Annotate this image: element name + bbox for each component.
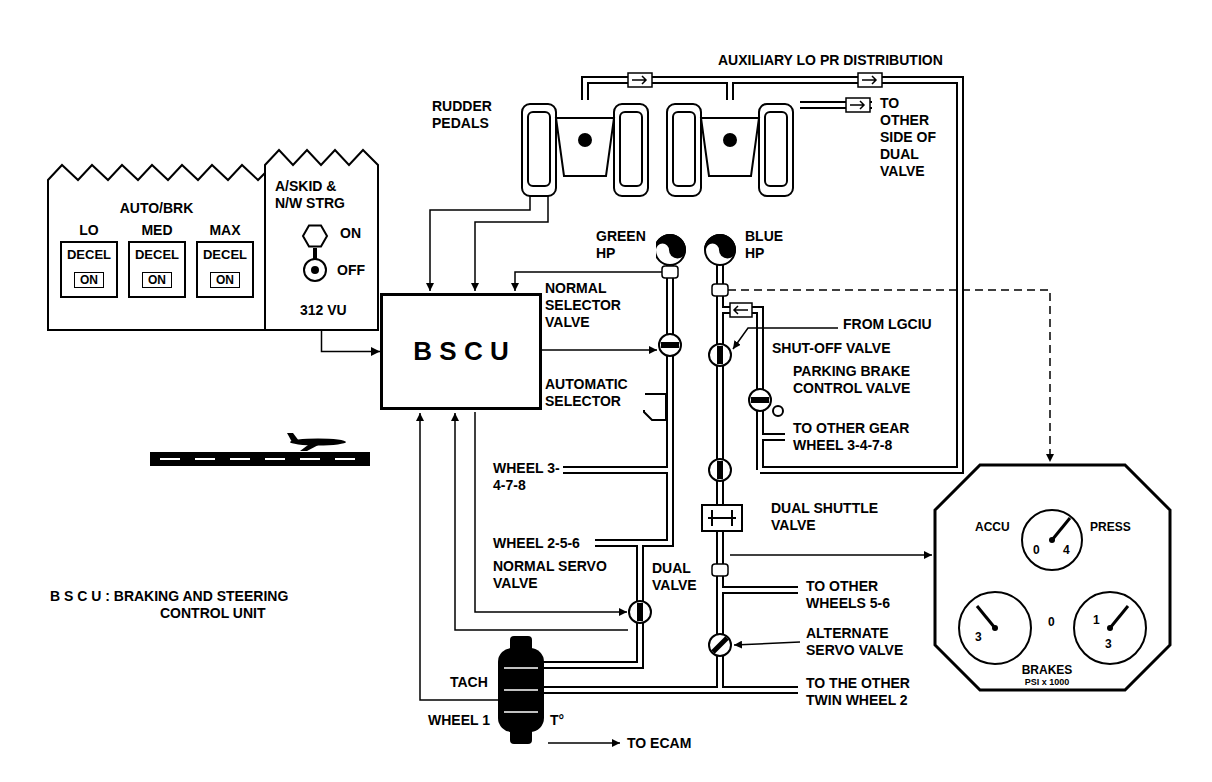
switch-lever <box>313 248 317 259</box>
autobrake-button: MED DECEL ON <box>128 222 186 298</box>
scale-number: 3 <box>975 630 982 644</box>
part-label: ALTERNATE SERVO VALVE <box>806 625 926 659</box>
brake-pressure-gauge: ACCUPRESS304130BRAKESPSI x 1000 <box>935 465 1170 690</box>
control-panel: AUTO/BRK LO DECEL ON MED DECEL ON MAX DECEL ON <box>48 148 265 330</box>
dial-needle <box>977 606 995 628</box>
gauge-outline <box>935 465 1170 690</box>
switch-knob <box>303 226 327 247</box>
rudder-pedals <box>522 104 793 196</box>
dial-face <box>959 592 1031 664</box>
scale-number: 1 <box>1093 613 1100 627</box>
signal-connector <box>322 330 381 352</box>
signal-label: TO ECAM <box>627 735 691 752</box>
node-outline <box>48 148 265 330</box>
pipe-label: WHEEL 2-5-6 <box>493 535 580 552</box>
gauge-label: BRAKES <box>1007 663 1087 677</box>
button-light: ON <box>74 272 104 288</box>
runway-aircraft-icon <box>150 433 370 466</box>
dial-needle <box>1052 518 1070 540</box>
pipe-label: TO OTHER WHEELS 5-6 <box>806 578 916 612</box>
button-heading: MAX <box>196 222 254 239</box>
part-label: GREEN HP <box>596 228 656 262</box>
part-label: RUDDER PEDALS <box>432 98 512 132</box>
pipe-label: TO THE OTHER TWIN WHEEL 2 <box>806 675 936 709</box>
autobrake-button: LO DECEL ON <box>60 222 118 298</box>
button-outline <box>197 242 253 297</box>
panel-title: AUTO/BRK <box>48 200 265 217</box>
pipe-label: TO OTHER SIDE OF DUAL VALVE <box>880 95 946 180</box>
gauge-label: PRESS <box>1090 520 1131 534</box>
button-light: ON <box>142 272 172 288</box>
button-outline <box>129 242 185 297</box>
button-legend: DECEL <box>60 247 118 263</box>
button-legend: DECEL <box>128 247 186 263</box>
part-label: WHEEL 1 <box>428 712 490 729</box>
panel-outline <box>48 165 265 330</box>
switch-base <box>311 266 319 274</box>
part-label: BLUE HP <box>745 228 800 262</box>
pipe-label: AUXILIARY LO PR DISTRIBUTION <box>718 52 943 69</box>
pipe-label: WHEEL 3-4-7-8 <box>493 460 563 494</box>
switch-base <box>304 259 326 281</box>
dial-face <box>1022 510 1082 570</box>
part-label: DUAL VALVE <box>652 560 707 594</box>
signal-label: FROM LGCIU <box>843 316 932 333</box>
switch-title: A/SKID & N/W STRG <box>275 178 355 212</box>
scale-number: 0 <box>1033 543 1040 557</box>
hydraulic-pipe-bore <box>542 80 960 690</box>
wheel-symbol <box>498 636 544 744</box>
switch-position: ON <box>340 225 361 242</box>
antiskid-switch-panel: A/SKID & N/W STRG ON OFF 312 VU <box>265 148 378 330</box>
part-label: DUAL SHUTTLE VALVE <box>771 500 901 534</box>
hydraulic-pipe-outline <box>542 80 960 690</box>
button-heading: LO <box>60 222 118 239</box>
scale-number: 0 <box>1048 615 1055 629</box>
dial-face <box>1074 592 1146 664</box>
node-outline <box>935 465 1170 690</box>
autobrake-button: MAX DECEL ON <box>196 222 254 298</box>
part-label: NORMAL SELECTOR VALVE <box>545 280 645 331</box>
button-heading: MED <box>128 222 186 239</box>
dial-hub <box>1049 537 1055 543</box>
part-label: PARKING BRAKE CONTROL VALVE <box>793 363 943 397</box>
part-label: SHUT-OFF VALVE <box>772 340 890 357</box>
dial-hub <box>1107 625 1113 631</box>
button-light: ON <box>210 272 240 288</box>
pipe-label: TO OTHER GEAR WHEEL 3-4-7-8 <box>793 420 943 454</box>
part-label: NORMAL SERVO VALVE <box>493 558 618 592</box>
switch-position: OFF <box>337 262 365 279</box>
sensor-label: T° <box>550 712 564 729</box>
button-outline <box>61 242 117 297</box>
pipe-arrow-boxes <box>628 73 882 317</box>
button-legend: DECEL <box>196 247 254 263</box>
gauge-label: ACCU <box>975 520 1010 534</box>
abbreviation-note: B S C U : BRAKING AND STEERING CONTROL U… <box>50 588 350 622</box>
sensor-label: TACH <box>450 674 488 691</box>
pressure-sources <box>655 235 735 265</box>
bscu-box: B S C U <box>380 293 542 410</box>
panel-outline <box>265 150 378 330</box>
panel-number: 312 VU <box>300 302 347 319</box>
gauge-unit: PSI x 1000 <box>1007 677 1087 688</box>
part-label: AUTOMATIC SELECTOR <box>545 376 645 410</box>
valves <box>629 334 783 656</box>
dial-hub <box>992 625 998 631</box>
dial-needle <box>1110 606 1128 628</box>
scale-number: 4 <box>1063 543 1070 557</box>
scale-number: 3 <box>1105 637 1112 651</box>
box-title: B S C U <box>383 336 539 367</box>
